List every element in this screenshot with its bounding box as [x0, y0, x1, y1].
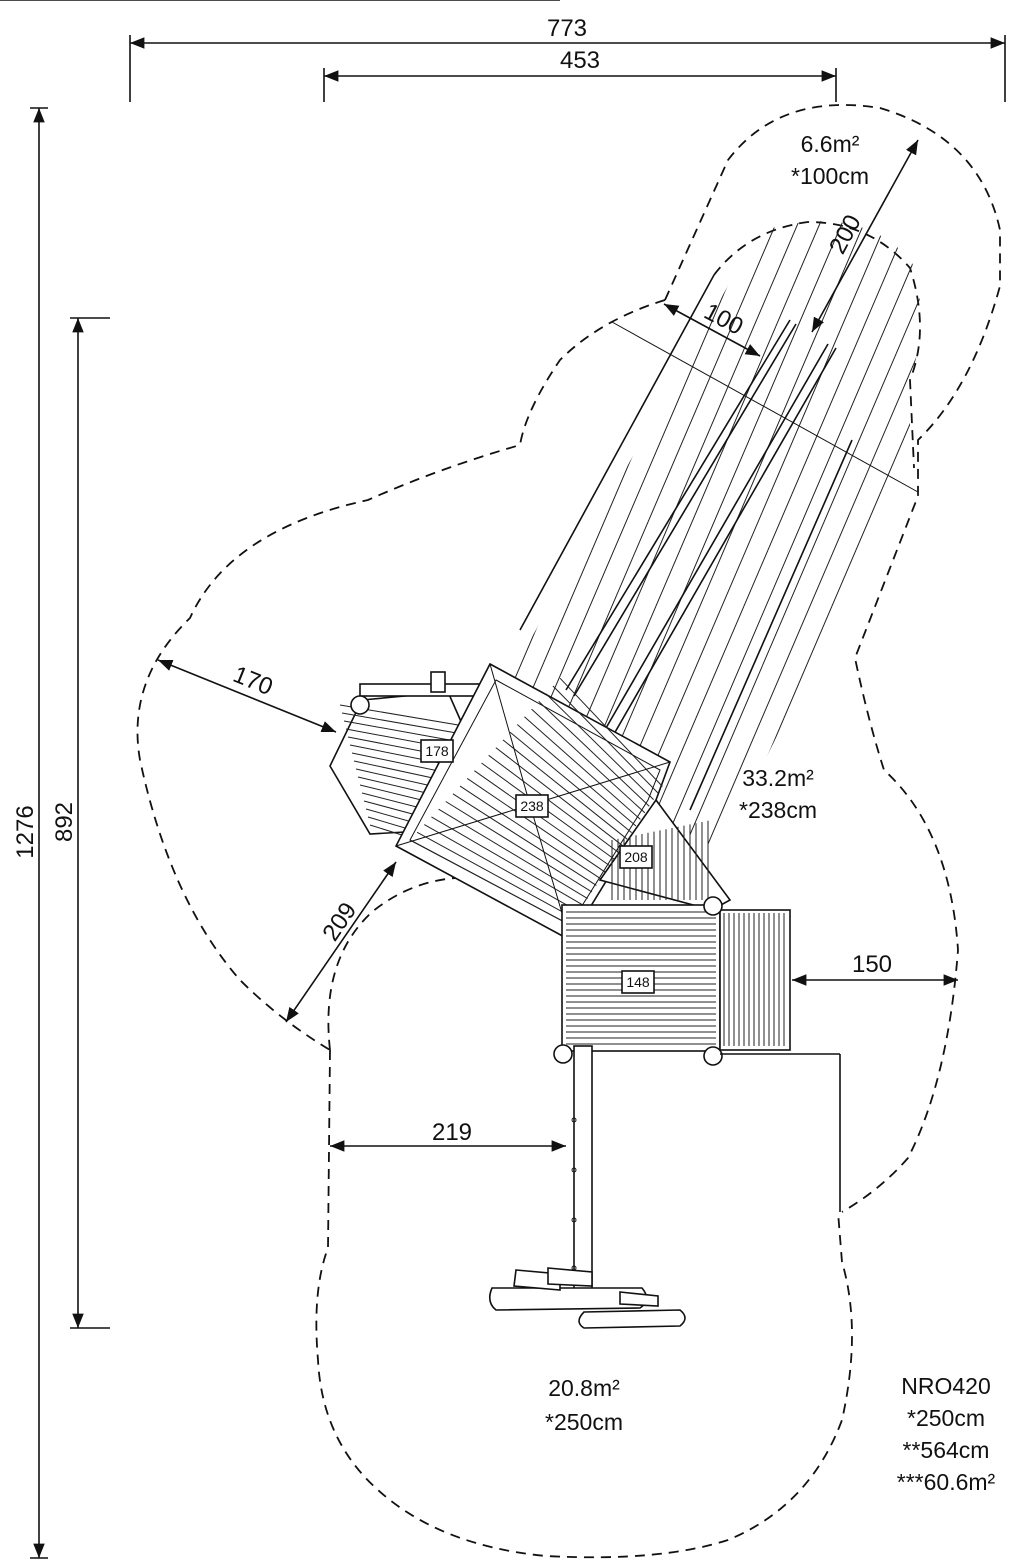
- dimension-slide-width: 200: [611, 139, 919, 493]
- dimension-bottom-left-zone: 219: [330, 1119, 566, 1152]
- top-height-label: *100cm: [791, 163, 869, 189]
- dimension-left-zone: 170: [157, 659, 337, 733]
- left-zone-label: 170: [229, 661, 276, 701]
- bottom-height-label: *250cm: [545, 1409, 623, 1435]
- product-free-fall: *250cm: [907, 1405, 985, 1431]
- inner-width-label: 453: [560, 47, 600, 74]
- dimension-inner-width: 453: [323, 47, 837, 102]
- product-length: **564cm: [903, 1437, 990, 1463]
- lower-left-zone-label: 209: [317, 898, 362, 946]
- svg-text:148: 148: [626, 974, 650, 990]
- svg-text:238: 238: [520, 798, 544, 814]
- log-steps: [488, 1267, 686, 1329]
- inner-height-label: 892: [51, 802, 78, 842]
- triangle-deck: [598, 798, 732, 911]
- square-deck: [553, 896, 791, 1066]
- platform-tag-178: 178: [420, 739, 454, 763]
- dimension-slide-offset: 100: [663, 298, 761, 357]
- post-square-top: [703, 896, 723, 916]
- bottom-left-zone-label: 219: [432, 1119, 472, 1146]
- safety-zone-middle-outline: [136, 299, 666, 1051]
- post-square-right: [703, 1046, 723, 1066]
- dimension-inner-height: 892: [51, 317, 110, 1329]
- ladder-rail: [571, 1045, 841, 1309]
- dimension-lower-left-zone: 209: [285, 861, 397, 1023]
- slide-rails: [0, 0, 837, 735]
- svg-text:178: 178: [425, 743, 449, 759]
- middle-area-label: 33.2m²: [742, 765, 814, 791]
- slide-exit-zone-outline: [713, 221, 921, 469]
- top-area-label: 6.6m²: [801, 131, 860, 157]
- dimension-overall-height: 1276: [12, 107, 48, 1559]
- bottom-area-label: 20.8m²: [548, 1375, 620, 1401]
- safety-zone-top-outline: [664, 104, 1001, 1213]
- overall-height-label: 1276: [12, 805, 39, 858]
- platform-tag-238: 238: [515, 794, 549, 818]
- dimension-overall-width: 773: [129, 15, 1006, 102]
- product-info: NRO420 *250cm **564cm ***60.6m²: [897, 1373, 996, 1495]
- platform-tag-208: 208: [619, 845, 653, 869]
- right-zone-label: 150: [852, 951, 892, 978]
- overall-width-label: 773: [547, 15, 587, 42]
- middle-height-label: *238cm: [739, 797, 817, 823]
- post-square-left: [553, 1044, 573, 1064]
- product-total-area: ***60.6m²: [897, 1469, 996, 1495]
- post-hex: [350, 695, 370, 715]
- product-code: NRO420: [901, 1373, 990, 1399]
- dimension-right-zone: 150: [792, 951, 958, 986]
- platform-tag-148: 148: [621, 970, 655, 994]
- svg-text:208: 208: [624, 849, 648, 865]
